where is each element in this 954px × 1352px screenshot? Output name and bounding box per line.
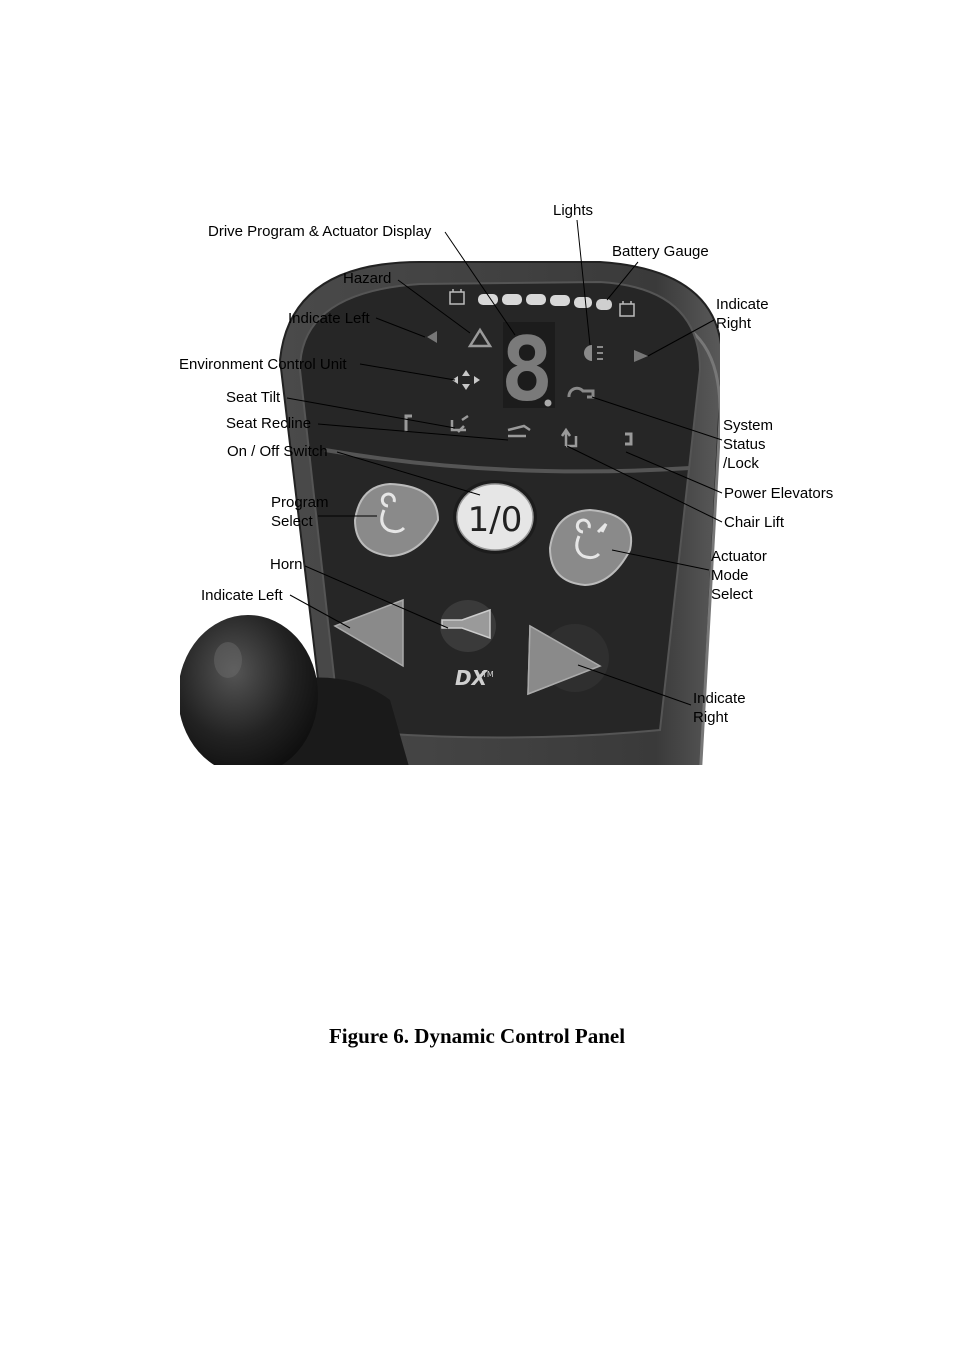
chair-lift-icon — [560, 427, 578, 448]
hazard-icon — [467, 327, 493, 348]
power-elevators-icon — [625, 432, 633, 446]
actuator-mode-icon — [575, 518, 608, 560]
left-arrow-button-icon[interactable] — [333, 598, 404, 668]
label-system-status-3: /Lock — [723, 455, 759, 472]
leader-battery-gauge — [606, 261, 639, 301]
leader-chair-lift — [566, 445, 723, 523]
label-program-select-2: Select — [271, 513, 314, 530]
label-horn: Horn — [270, 556, 303, 573]
label-power-elevators: Power Elevators — [724, 485, 833, 502]
drive-program-display: 8 — [501, 318, 555, 421]
label-program-select-1: Program — [271, 494, 329, 511]
program-select-button[interactable] — [353, 482, 440, 558]
seat-bracket-left-icon — [404, 414, 412, 432]
label-indicate-left-top: Indicate Left — [288, 310, 371, 327]
label-indicate-right-bottom-1: Indicate — [693, 690, 746, 707]
horn-button[interactable] — [440, 600, 496, 652]
battery-icon — [449, 289, 465, 305]
leader-seat-tilt — [286, 397, 456, 429]
leader-system-status — [591, 396, 723, 441]
label-environment-control: Environment Control Unit — [179, 356, 347, 373]
actuator-mode-select-button[interactable] — [548, 508, 633, 587]
label-indicate-right-top-2: Right — [716, 315, 752, 332]
label-hazard: Hazard — [343, 270, 391, 287]
leader-horn — [304, 565, 449, 629]
label-lights: Lights — [553, 202, 593, 219]
on-off-switch[interactable]: 1/0 — [453, 480, 537, 554]
leader-hazard — [397, 279, 471, 334]
label-chair-lift: Chair Lift — [724, 514, 785, 531]
dx-brand-logo: DX — [455, 666, 489, 690]
leader-indicate-right-bottom — [577, 664, 692, 706]
system-status-icon — [567, 386, 595, 399]
label-drive-program: Drive Program & Actuator Display — [208, 223, 432, 240]
lights-icon — [584, 345, 603, 361]
label-on-off-switch: On / Off Switch — [227, 443, 328, 460]
indicate-left-icon — [427, 331, 437, 343]
label-battery-gauge: Battery Gauge — [612, 243, 709, 260]
label-actuator-mode-3: Select — [711, 586, 754, 603]
leader-indicate-right-top — [647, 319, 715, 357]
label-indicate-left-bottom: Indicate Left — [201, 587, 284, 604]
leader-indicate-left-top — [375, 317, 426, 338]
label-indicate-right-bottom-2: Right — [693, 709, 729, 726]
svg-text:TM: TM — [481, 670, 494, 679]
horn-icon — [441, 608, 491, 640]
leader-lights — [576, 219, 591, 346]
label-system-status-2: Status — [723, 436, 766, 453]
indicate-right-icon — [634, 350, 648, 362]
callout-labels: Lights Drive Program & Actuator Display … — [179, 202, 833, 726]
joystick-knob[interactable] — [178, 615, 410, 775]
leader-indicate-left-bottom — [289, 594, 351, 629]
leader-on-off-switch — [336, 451, 481, 496]
label-indicate-right-top-1: Indicate — [716, 296, 769, 313]
seat-recline-icon — [507, 424, 531, 438]
leader-seat-recline — [317, 423, 509, 441]
on-off-label: 1/0 — [468, 500, 523, 540]
leader-power-elevators — [625, 451, 723, 494]
controller-photo: 8 — [178, 261, 720, 775]
leader-actuator-mode — [611, 549, 710, 571]
leader-drive-program — [444, 231, 516, 336]
label-actuator-mode-2: Mode — [711, 567, 749, 584]
leader-lines — [286, 219, 723, 706]
leader-environment-control — [359, 363, 456, 381]
seat-tilt-icon — [450, 414, 469, 433]
label-seat-recline: Seat Recline — [226, 415, 311, 432]
label-actuator-mode-1: Actuator — [711, 548, 767, 565]
label-system-status-1: System — [723, 417, 773, 434]
program-select-icon — [380, 492, 406, 534]
figure-caption: Figure 6. Dynamic Control Panel — [328, 1024, 626, 1048]
display-digit: 8 — [501, 318, 554, 421]
label-seat-tilt: Seat Tilt — [226, 389, 281, 406]
battery-gauge — [449, 289, 635, 317]
environment-control-icon — [452, 370, 480, 390]
